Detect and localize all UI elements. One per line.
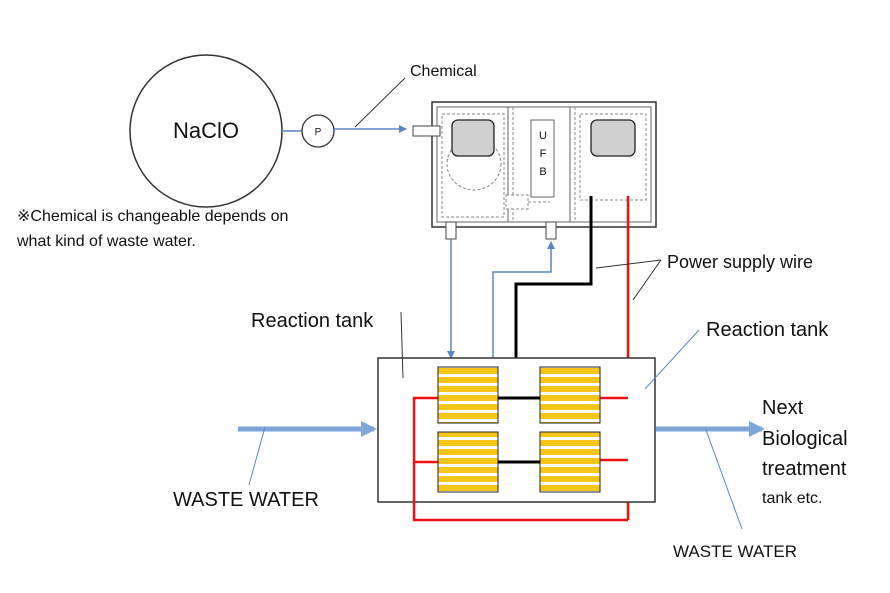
note-line-1: ※Chemical is changeable depends on (17, 208, 288, 225)
reaction-tank-left-label: Reaction tank (251, 310, 374, 332)
next-label-line-3: treatment (762, 458, 847, 480)
right-display-icon (590, 119, 636, 157)
ufb-letter-b: B (539, 166, 546, 178)
positive-wiring (412, 396, 628, 522)
waste-water-out-label: WASTE WATER (673, 542, 797, 561)
pump-label: P (315, 127, 322, 138)
chemical-label: Chemical (410, 63, 477, 80)
ufb-letter-f: F (540, 148, 547, 160)
next-label-line-2: Biological (762, 428, 848, 450)
waste-water-in-label: WASTE WATER (173, 489, 319, 511)
next-label-line-1: Next (762, 397, 804, 419)
chemical-callout-line (354, 77, 406, 128)
power-supply-wire-label: Power supply wire (667, 252, 813, 272)
next-label-line-4: tank etc. (762, 490, 822, 507)
electrode-plate-top-left (437, 366, 499, 424)
pipe-return-to-ufb (492, 241, 555, 360)
pump-icon (301, 114, 335, 148)
ufb-letter-u: U (539, 130, 547, 142)
electrode-plate-bottom-left (437, 431, 499, 493)
left-display-icon (451, 119, 495, 157)
note-line-2: what kind of waste water. (16, 233, 196, 250)
reaction-tank (377, 357, 656, 503)
reaction-tank-right-label: Reaction tank (706, 319, 829, 341)
negative-wiring (498, 396, 540, 464)
ufb-module (530, 119, 555, 198)
electrode-plate-bottom-right (539, 431, 601, 493)
naclo-label: NaClO (173, 118, 239, 143)
equipment-unit: U F B (412, 101, 657, 240)
electrode-plate-top-right (539, 366, 601, 424)
